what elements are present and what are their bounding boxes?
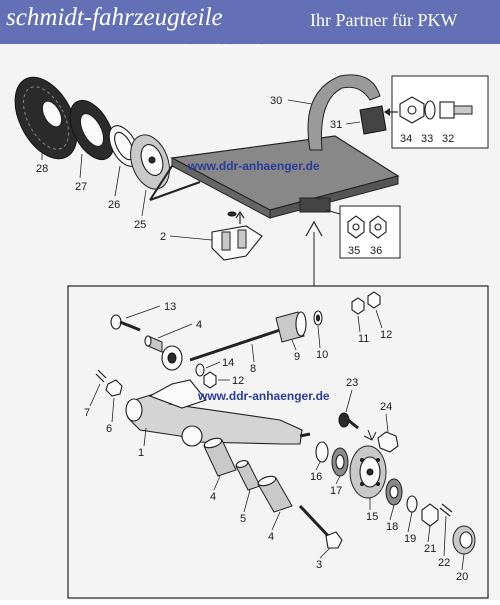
bolt-13 — [110, 314, 141, 332]
bearing-17 — [331, 447, 349, 477]
callout-26: 26 — [108, 199, 120, 211]
castle-nut-6 — [105, 379, 123, 397]
callout-18: 18 — [386, 521, 398, 533]
callout-6: 6 — [106, 423, 112, 435]
callout-33: 33 — [421, 133, 433, 145]
callout-13: 13 — [164, 301, 176, 313]
callout-4-top: 4 — [196, 319, 202, 331]
callout-1: 1 — [138, 447, 144, 459]
hub-cap-20 — [452, 525, 476, 555]
bolt-3 — [298, 504, 343, 549]
bushing-4-right — [257, 475, 293, 513]
tie-rod-8 — [161, 328, 281, 371]
washer-14 — [195, 363, 205, 377]
callout-14: 14 — [222, 357, 234, 369]
mudguard-30 — [307, 74, 381, 151]
seal-16 — [315, 441, 329, 463]
bolt-23 — [338, 412, 359, 430]
tube-27 — [69, 100, 115, 160]
callout-8: 8 — [250, 363, 256, 375]
callout-34: 34 — [400, 133, 412, 145]
callout-12-top: 12 — [380, 329, 392, 341]
callout-17: 17 — [330, 485, 342, 497]
callout-35: 35 — [348, 245, 360, 257]
watermark-top: www.ddr-anhaenger.de — [187, 159, 320, 173]
bushing-4-left — [203, 437, 237, 477]
callout-30: 30 — [270, 95, 282, 107]
tire-28 — [14, 76, 78, 160]
axle-bracket-2 — [211, 210, 263, 261]
spacer-tube-5 — [235, 460, 261, 491]
callout-23: 23 — [346, 377, 358, 389]
callout-21: 21 — [424, 543, 436, 555]
header-banner: schmidt-fahrzeugteile Ihr Partner für PK… — [0, 0, 500, 44]
brand-name: schmidt-fahrzeugteile — [6, 4, 223, 31]
callout-5: 5 — [240, 513, 246, 525]
nut-12-mid — [203, 371, 217, 389]
cotter-pin-22 — [439, 503, 453, 517]
detail-box — [67, 285, 489, 599]
brake-drum-15 — [349, 445, 387, 499]
watermark-middle: www.ddr-anhaenger.de — [197, 389, 330, 403]
nut-24 — [363, 429, 399, 453]
callout-28: 28 — [36, 163, 48, 175]
callout-10: 10 — [316, 349, 328, 361]
callout-7: 7 — [84, 407, 90, 419]
callout-29: 29 — [170, 44, 182, 45]
callout-4-right: 4 — [268, 531, 274, 543]
bearing-18 — [385, 478, 403, 506]
callout-19: 19 — [404, 533, 416, 545]
exploded-parts-diagram: 29 28 27 26 25 — [14, 33, 489, 599]
cotter-pin-7 — [95, 369, 107, 383]
callout-12-mid: 12 — [232, 375, 244, 387]
washer-10 — [313, 310, 323, 326]
callout-22: 22 — [438, 557, 450, 569]
trailer-platform — [149, 135, 400, 219]
nut-12-top — [367, 291, 381, 309]
callout-27: 27 — [75, 181, 87, 193]
nut-box-35-36 — [325, 205, 401, 259]
callout-9: 9 — [294, 351, 300, 363]
nut-11 — [351, 297, 365, 315]
callout-3: 3 — [316, 559, 322, 571]
callout-2: 2 — [160, 231, 166, 243]
callout-25: 25 — [134, 219, 146, 231]
callout-4-left: 4 — [210, 491, 216, 503]
callout-24: 24 — [380, 401, 392, 413]
callout-16: 16 — [310, 471, 322, 483]
swing-arm-1 — [125, 379, 311, 447]
callout-32: 32 — [442, 133, 454, 145]
callout-20: 20 — [456, 571, 468, 583]
callout-11: 11 — [358, 333, 369, 345]
bushing-4-top — [144, 335, 163, 353]
diagram-page: 29 28 27 26 25 — [0, 33, 500, 600]
reflector-31 — [359, 105, 387, 135]
header-tagline: Ihr Partner für PKW — [310, 10, 458, 30]
bushing-9 — [275, 311, 307, 343]
callout-15: 15 — [366, 511, 378, 523]
nut-21 — [421, 503, 439, 527]
callout-31: 31 — [330, 119, 342, 131]
fastener-box-32-34 — [384, 75, 489, 149]
washer-19 — [406, 495, 418, 513]
wheel-hub-25 — [130, 134, 170, 190]
callout-36: 36 — [370, 245, 382, 257]
